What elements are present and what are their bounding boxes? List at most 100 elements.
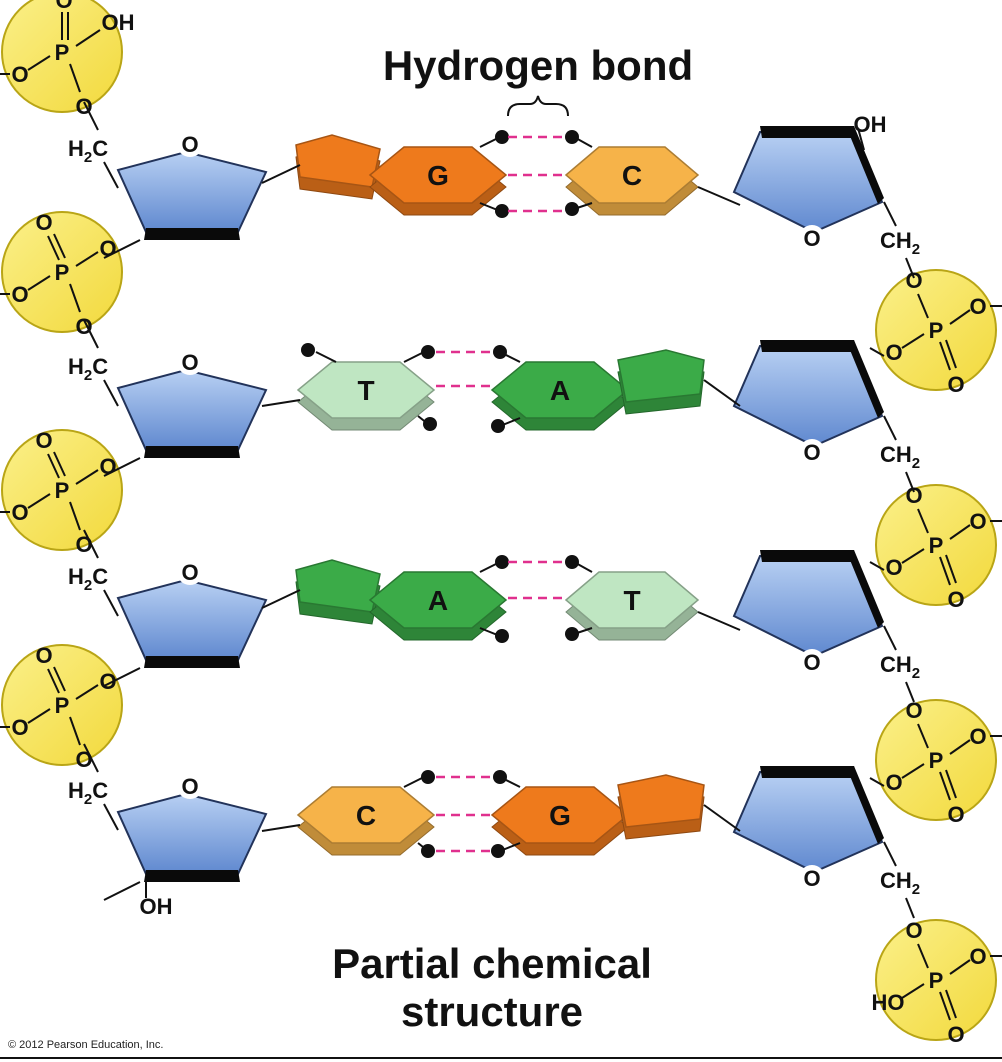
bond-line <box>75 684 99 700</box>
ch2-left-4: H2C <box>68 778 108 808</box>
ring-oxygen-bg <box>177 131 203 157</box>
sugar-back-edge <box>760 340 856 352</box>
sugar-to-ch2-bond <box>883 415 897 441</box>
oxygen-atom: O <box>11 715 28 740</box>
bond-line <box>403 351 425 363</box>
glycosidic-bond <box>703 804 741 832</box>
phosphate-circle <box>1 211 123 333</box>
oxygen-atom: O <box>905 483 922 508</box>
ch2-to-sugar-bond <box>103 161 119 189</box>
sugar-to-ch2-bond <box>883 201 897 227</box>
ch2-to-phosphate-bond <box>905 897 915 919</box>
ring-oxygen-bg <box>799 225 825 251</box>
atom-dot <box>495 555 509 569</box>
bond-line <box>949 309 971 325</box>
ring-oxygen: O <box>181 132 198 157</box>
ring-oxygen-bg <box>177 349 203 375</box>
ch2-to-sugar-bond <box>103 803 119 831</box>
ring-oxygen: O <box>803 226 820 251</box>
ch2-to-phosphate-bond <box>905 681 915 703</box>
oxygen-atom: O <box>75 747 92 772</box>
oxygen-atom: O <box>99 454 116 479</box>
atom-dot <box>565 202 579 216</box>
bond-line <box>945 339 957 369</box>
oxygen-atom: O <box>947 1022 964 1047</box>
phosphate-to-ch2-bond <box>83 529 99 559</box>
hydrogen-bonds <box>508 135 566 213</box>
sugar-right-3: O <box>732 550 884 675</box>
ch2-label: H2C <box>68 136 108 166</box>
atom-dot <box>493 345 507 359</box>
glycosidic-bond <box>261 589 301 609</box>
ch2-right-3: CH2 <box>880 652 920 682</box>
sugar-ring <box>116 792 268 875</box>
bond-line <box>27 275 51 291</box>
oxygen-atom: O <box>947 802 964 827</box>
title: Hydrogen bond <box>383 42 693 89</box>
sugar-to-phosphate-bond <box>103 881 141 901</box>
bond-line <box>939 991 951 1021</box>
phosphate-to-sugar-bond <box>869 777 885 787</box>
oxygen-atom: O <box>969 724 986 749</box>
oxygen-atom: O <box>947 587 964 612</box>
atom-dot <box>493 770 507 784</box>
sugar-ring <box>116 578 268 661</box>
oxygen-atom: O <box>905 918 922 943</box>
bond-line <box>949 524 971 540</box>
ch2-label: H2C <box>68 564 108 594</box>
base-t-hexagon <box>564 571 700 629</box>
bond-line <box>403 776 425 788</box>
sugar-to-phosphate-bond <box>103 457 141 477</box>
bond-line <box>69 63 81 93</box>
bond-line <box>917 723 929 749</box>
base-c-hexagon <box>296 786 436 844</box>
phosphate-circle <box>1 0 123 113</box>
ch2-label: CH2 <box>880 442 920 472</box>
base-a-hexagon <box>368 571 508 629</box>
glycosidic-bond <box>261 164 301 184</box>
atom-dot <box>421 770 435 784</box>
oxygen-atom: O <box>905 268 922 293</box>
sugar-side-edge <box>850 126 884 204</box>
glycosidic-bond <box>697 186 741 206</box>
bond-line <box>69 283 81 313</box>
hydroxyl-3prime-right: OH <box>854 112 887 137</box>
ring-oxygen-bg <box>799 439 825 465</box>
atom-dot <box>421 345 435 359</box>
ring-oxygen-bg <box>177 559 203 585</box>
glycosidic-bond <box>703 379 741 407</box>
phosphorus-atom: P <box>929 968 944 993</box>
base-label-left-c: C <box>356 800 376 831</box>
bond-line <box>939 556 951 586</box>
ch2-left-2: H2C <box>68 354 108 384</box>
bond-line <box>901 333 925 349</box>
bond-line <box>945 769 957 799</box>
ring-oxygen: O <box>181 560 198 585</box>
sugar-to-oh-bond <box>857 127 865 151</box>
sugar-left-1: O <box>116 131 268 240</box>
sugar-to-phosphate-bond <box>103 239 141 259</box>
phosphate-to-ch2-bond <box>83 319 99 349</box>
hydroxyl-3prime-left: OH <box>140 894 173 919</box>
oxygen-atom: O <box>35 210 52 235</box>
bond-line <box>47 668 60 694</box>
oxygen-atom: O <box>905 698 922 723</box>
base-label-right-a: A <box>550 375 570 406</box>
hydrogen-bonds <box>436 775 494 853</box>
bond-line <box>917 293 929 319</box>
oxygen-atom: O <box>885 555 902 580</box>
oxygen-atom: O <box>947 372 964 397</box>
sugar-side-edge <box>850 340 884 418</box>
atom-dot <box>565 130 579 144</box>
ch2-to-phosphate-bond <box>905 471 915 493</box>
oxygen-atom: O <box>75 532 92 557</box>
glycosidic-bond <box>261 399 301 407</box>
bond-line <box>53 666 66 692</box>
caption-line-2: structure <box>401 988 583 1035</box>
base-c-hexagon <box>564 146 700 204</box>
sugar-left-2: O <box>116 349 268 458</box>
ch2-to-sugar-bond <box>103 379 119 407</box>
